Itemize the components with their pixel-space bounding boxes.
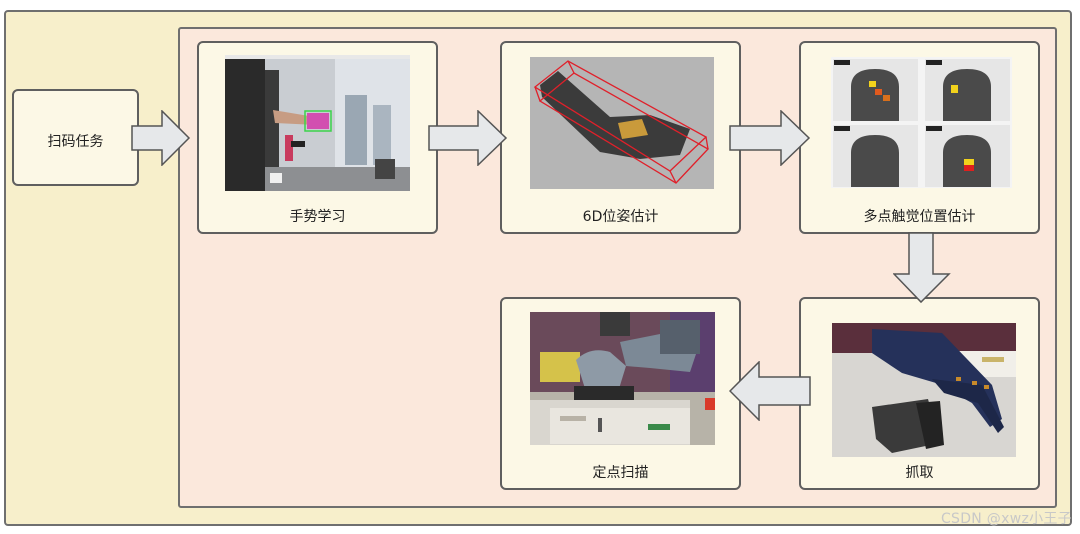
pose-node: 6D位姿估计 — [500, 41, 741, 234]
pose-label: 6D位姿估计 — [502, 206, 739, 226]
scan-image — [530, 312, 715, 445]
gesture-label: 手势学习 — [199, 206, 436, 226]
grasp-image — [832, 323, 1016, 457]
tactile-image — [831, 57, 1012, 188]
scan-node: 定点扫描 — [500, 297, 741, 490]
arrow-down-icon — [893, 232, 951, 304]
watermark: CSDN @xwz小王子 — [941, 508, 1072, 528]
task-label: 扫码任务 — [14, 131, 137, 151]
arrow-right-icon — [131, 110, 191, 166]
scan-label: 定点扫描 — [502, 462, 739, 482]
arrow-right-icon — [729, 110, 811, 166]
tactile-node: 多点触觉位置估计 — [799, 41, 1040, 234]
tactile-label: 多点触觉位置估计 — [801, 206, 1038, 226]
grasp-node: 抓取 — [799, 297, 1040, 490]
pose-image — [530, 57, 714, 189]
gesture-node: 手势学习 — [197, 41, 438, 234]
arrow-right-icon — [428, 110, 508, 166]
task-node: 扫码任务 — [12, 89, 139, 186]
grasp-label: 抓取 — [801, 462, 1038, 482]
gesture-image — [225, 55, 410, 191]
arrow-left-icon — [729, 361, 811, 421]
